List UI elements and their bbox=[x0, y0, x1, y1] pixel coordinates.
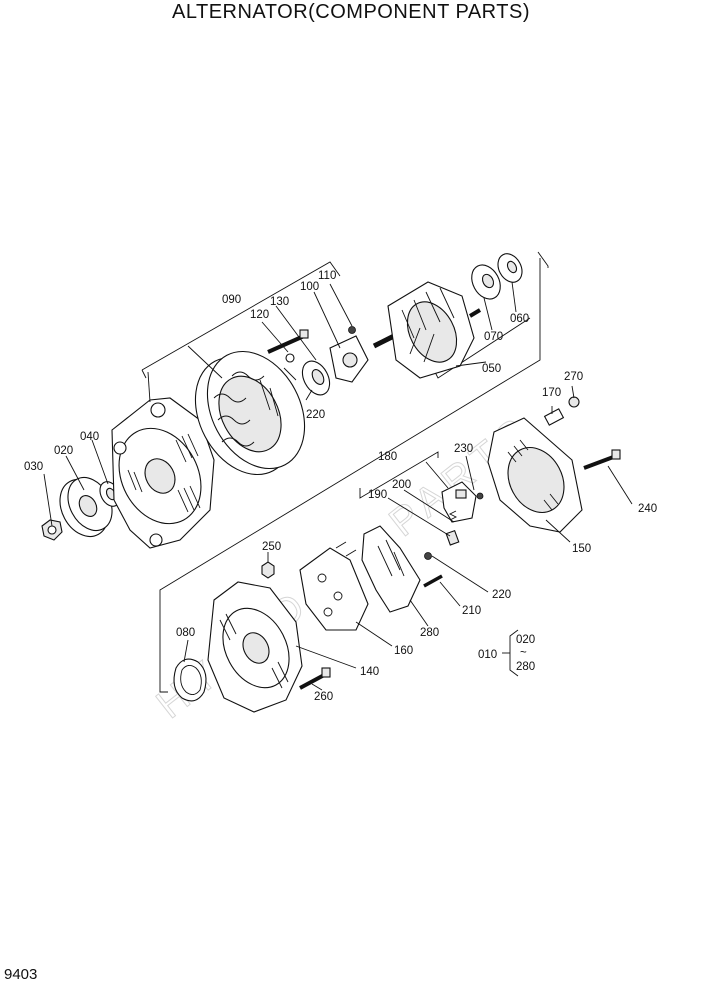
leader-lines bbox=[43, 281, 633, 691]
part-060-bearing bbox=[497, 253, 523, 283]
callout-070: 070 bbox=[484, 331, 503, 343]
callout-170: 170 bbox=[542, 387, 561, 399]
group-bracket-180 bbox=[159, 258, 541, 693]
part-stator bbox=[194, 350, 306, 476]
part-120-bolt bbox=[267, 329, 309, 354]
callout-020: 020 bbox=[54, 445, 73, 457]
callout-220-upper: 220 bbox=[306, 409, 325, 421]
callout-210: 210 bbox=[462, 605, 481, 617]
callout-040: 040 bbox=[80, 431, 99, 443]
part-190-brush bbox=[445, 529, 460, 546]
part-brush-screw bbox=[476, 492, 484, 500]
part-220-screw bbox=[424, 552, 432, 560]
callout-220-lower: 220 bbox=[492, 589, 511, 601]
page-title: ALTERNATOR(COMPONENT PARTS) bbox=[172, 1, 530, 23]
part-160-rectifier bbox=[299, 541, 369, 631]
callout-250: 250 bbox=[262, 541, 281, 553]
part-030-nut bbox=[41, 519, 63, 541]
callout-050: 050 bbox=[482, 363, 501, 375]
callout-060: 060 bbox=[510, 313, 529, 325]
part-210-bolt bbox=[423, 574, 443, 588]
part-150-rear-cover bbox=[487, 417, 583, 533]
page-number: 9403 bbox=[4, 966, 38, 983]
callout-080: 080 bbox=[176, 627, 195, 639]
callout-090: 090 bbox=[222, 294, 241, 306]
callout-140: 140 bbox=[360, 666, 379, 678]
callout-160: 160 bbox=[394, 645, 413, 657]
callout-150: 150 bbox=[572, 543, 591, 555]
callout-180: 180 bbox=[378, 451, 397, 463]
part-250-nut bbox=[261, 561, 275, 579]
group-bracket-090 bbox=[141, 261, 341, 379]
legend-010: 010 bbox=[478, 649, 497, 661]
part-110-screw bbox=[348, 326, 356, 334]
legend-bracket bbox=[502, 629, 519, 677]
part-100-retainer-plate bbox=[329, 335, 369, 383]
callout-230: 230 bbox=[454, 443, 473, 455]
callout-280: 280 bbox=[420, 627, 439, 639]
part-rotor bbox=[372, 281, 482, 379]
callout-260: 260 bbox=[314, 691, 333, 703]
legend-tilde: ~ bbox=[520, 647, 527, 659]
callout-240: 240 bbox=[638, 503, 657, 515]
part-080-seal bbox=[173, 658, 207, 702]
part-280-regulator bbox=[361, 525, 421, 613]
part-270-nut bbox=[568, 396, 580, 408]
part-170-bushing bbox=[543, 408, 565, 426]
part-130-screw bbox=[283, 353, 297, 381]
part-200-spring bbox=[448, 510, 458, 521]
part-140-rear-housing bbox=[207, 581, 303, 713]
part-260-bolt bbox=[299, 667, 331, 690]
callout-190: 190 bbox=[368, 489, 387, 501]
callout-200: 200 bbox=[392, 479, 411, 491]
callout-labels: 030 020 040 090 120 130 100 110 220 070 … bbox=[24, 270, 657, 703]
callout-100: 100 bbox=[300, 281, 319, 293]
callout-110: 110 bbox=[318, 270, 336, 282]
callout-270: 270 bbox=[564, 371, 583, 383]
part-220-bearing bbox=[301, 360, 331, 396]
part-front-housing bbox=[111, 397, 215, 549]
part-230-brush-holder bbox=[441, 481, 477, 523]
callout-030: 030 bbox=[24, 461, 43, 473]
callout-130: 130 bbox=[270, 296, 289, 308]
part-020-pulley bbox=[59, 477, 113, 537]
legend-280: 280 bbox=[516, 661, 535, 673]
legend-020: 020 bbox=[516, 634, 535, 646]
part-070-bearing bbox=[471, 264, 501, 300]
part-240-bolt bbox=[583, 449, 621, 470]
callout-120: 120 bbox=[250, 309, 269, 321]
